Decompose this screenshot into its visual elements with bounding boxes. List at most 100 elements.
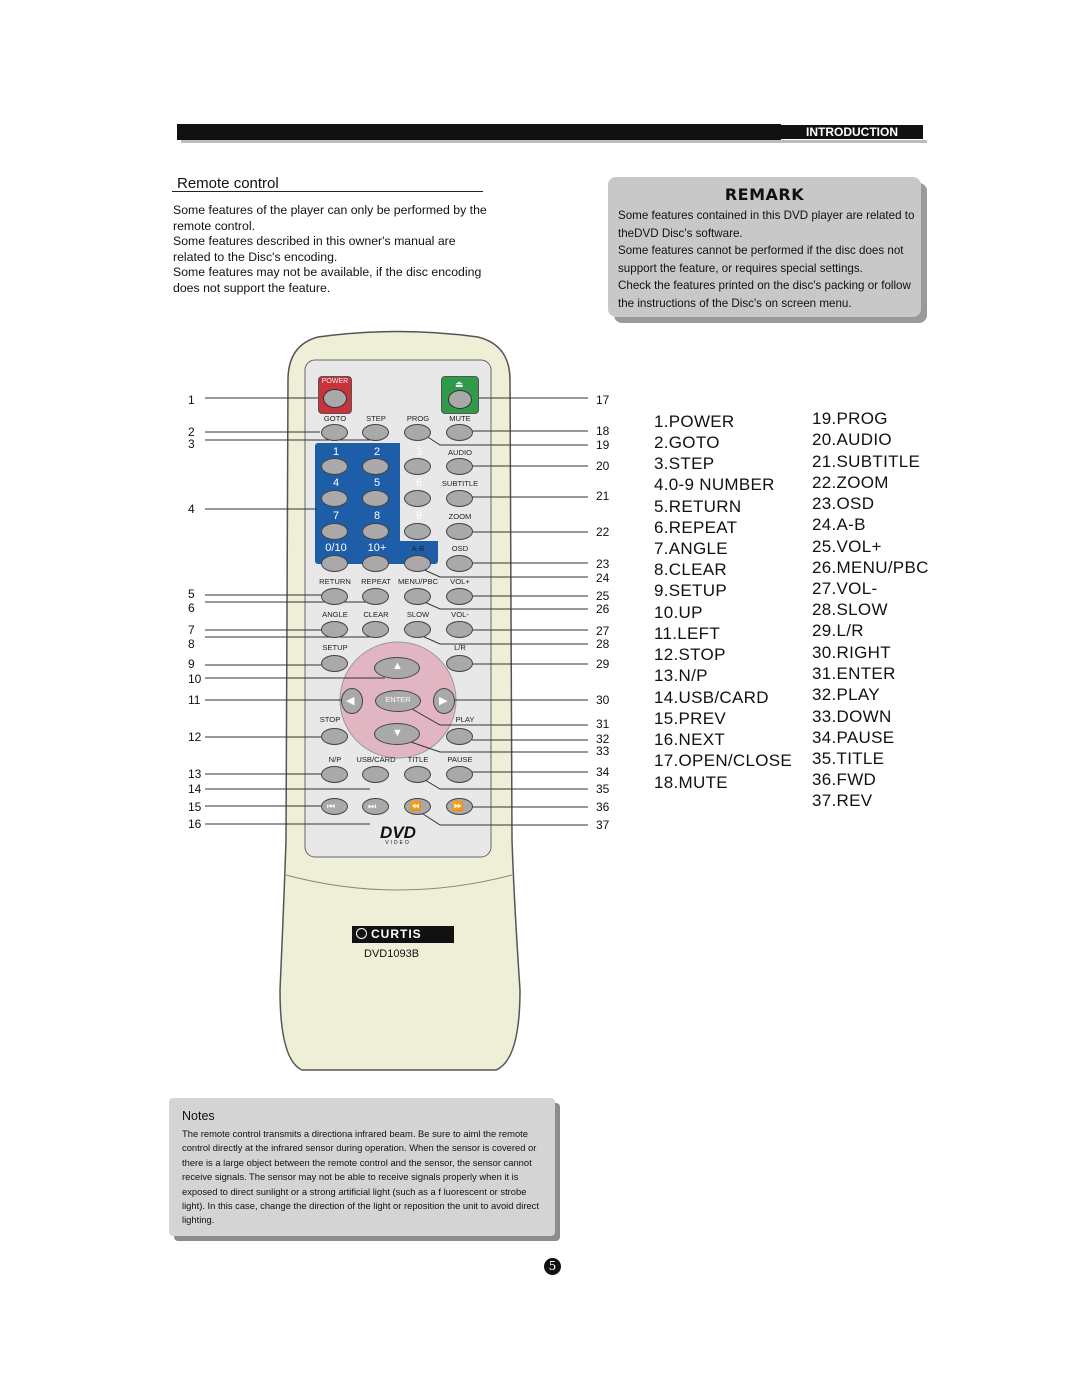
num-8-button[interactable] <box>362 523 389 540</box>
callout-22: 22 <box>596 525 610 539</box>
play-button[interactable] <box>446 728 473 745</box>
left-button[interactable]: ◀ <box>341 688 363 714</box>
num-5-button[interactable] <box>362 490 389 507</box>
clear-button[interactable] <box>362 621 389 638</box>
callout-12: 12 <box>188 730 202 744</box>
callout-37: 37 <box>596 818 610 832</box>
callout-36: 36 <box>596 800 610 814</box>
heading-underline <box>172 191 483 192</box>
num-6-button[interactable] <box>404 490 431 507</box>
num-8-label: 8 <box>373 510 381 522</box>
num-4-button[interactable] <box>321 490 348 507</box>
notes-text: The remote control transmits a direction… <box>182 1128 539 1226</box>
num-7-button[interactable] <box>321 523 348 540</box>
num-1-button[interactable] <box>321 458 348 475</box>
num-2-button[interactable] <box>362 458 389 475</box>
zoom-button[interactable] <box>446 523 473 540</box>
callout-33: 33 <box>596 744 610 758</box>
setup-button[interactable] <box>321 655 348 672</box>
repeat-label: REPEAT <box>361 577 391 586</box>
pause-button[interactable] <box>446 766 473 783</box>
callout-5: 5 <box>188 587 195 601</box>
legend-item: 36.FWD <box>812 770 877 789</box>
legend-item: 21.SUBTITLE <box>812 452 921 471</box>
prog-button[interactable] <box>404 424 431 441</box>
title-button[interactable] <box>404 766 431 783</box>
intro-paragraph: Some features may not be available, if t… <box>173 265 482 295</box>
num-0-10-button[interactable] <box>321 555 348 572</box>
legend-item: 27.VOL- <box>812 579 878 598</box>
leader-lines-left <box>205 397 385 825</box>
prev-button[interactable]: ⏮ <box>321 798 348 815</box>
legend-item: 23.OSD <box>812 494 875 513</box>
angle-button[interactable] <box>321 621 348 638</box>
open-close-button[interactable]: ⏏ <box>441 376 479 414</box>
return-button[interactable] <box>321 588 348 605</box>
callout-16: 16 <box>188 817 202 831</box>
callout-30: 30 <box>596 693 610 707</box>
usb-card-button[interactable] <box>362 766 389 783</box>
menu-pbc-button[interactable] <box>404 588 431 605</box>
lr-button[interactable] <box>446 655 473 672</box>
legend-item: 9.SETUP <box>654 581 727 600</box>
legend-item: 3.STEP <box>654 454 715 473</box>
usb-card-label: USB/CARD <box>356 755 396 764</box>
angle-label: ANGLE <box>322 610 348 619</box>
callout-17: 17 <box>596 393 610 407</box>
vol-plus-button[interactable] <box>446 588 473 605</box>
audio-button[interactable] <box>446 458 473 475</box>
power-key <box>323 389 347 408</box>
legend-item: 28.SLOW <box>812 600 888 619</box>
audio-label: AUDIO <box>447 448 473 457</box>
pause-label: PAUSE <box>447 755 473 764</box>
remark-paragraph: Some features contained in this DVD play… <box>618 209 915 240</box>
np-button[interactable] <box>321 766 348 783</box>
callout-8: 8 <box>188 637 195 651</box>
repeat-button[interactable] <box>362 588 389 605</box>
enter-label: ENTER <box>385 695 411 704</box>
power-label: POWER <box>321 378 349 385</box>
callout-1: 1 <box>188 393 195 407</box>
legend-item: 8.CLEAR <box>654 560 727 579</box>
eject-icon: ⏏ <box>455 379 464 389</box>
mute-button[interactable] <box>446 424 473 441</box>
ab-button[interactable] <box>404 555 431 572</box>
vol-minus-button[interactable] <box>446 621 473 638</box>
num-3-button[interactable] <box>404 458 431 475</box>
legend-item: 14.USB/CARD <box>654 688 769 707</box>
right-button[interactable]: ▶ <box>433 688 455 714</box>
subtitle-button[interactable] <box>446 490 473 507</box>
callout-19: 19 <box>596 438 610 452</box>
subtitle-label: SUBTITLE <box>441 479 479 488</box>
leader-lines-right <box>404 397 588 826</box>
up-button[interactable]: ▲ <box>374 657 420 679</box>
rev-icon: ⏪ <box>410 801 422 811</box>
osd-label: OSD <box>451 544 469 553</box>
stop-label: STOP <box>319 715 341 724</box>
intro-paragraph: Some features described in this owner's … <box>173 234 456 264</box>
callout-31: 31 <box>596 717 610 731</box>
remark-text: Some features contained in this DVD play… <box>618 207 918 312</box>
power-button[interactable]: POWER <box>318 376 352 414</box>
step-button[interactable] <box>362 424 389 441</box>
legend-item: 18.MUTE <box>654 773 728 792</box>
num-9-button[interactable] <box>404 523 431 540</box>
remark-box: REMARK Some features contained in this D… <box>608 177 921 317</box>
rev-button[interactable]: ⏪ <box>404 798 431 815</box>
legend-item: 7.ANGLE <box>654 539 728 558</box>
osd-button[interactable] <box>446 555 473 572</box>
legend-item: 30.RIGHT <box>812 643 891 662</box>
callout-24: 24 <box>596 571 610 585</box>
slow-button[interactable] <box>404 621 431 638</box>
legend-item: 2.GOTO <box>654 433 720 452</box>
fwd-button[interactable]: ⏩ <box>446 798 473 815</box>
enter-button[interactable]: ENTER <box>375 690 421 712</box>
stop-button[interactable] <box>321 728 348 745</box>
num-10plus-button[interactable] <box>362 555 389 572</box>
setup-label: SETUP <box>322 643 348 652</box>
goto-button[interactable] <box>321 424 348 441</box>
down-button[interactable]: ▼ <box>374 723 420 745</box>
next-button[interactable]: ⏭ <box>362 798 389 815</box>
callout-10: 10 <box>188 672 202 686</box>
remark-paragraph: Check the features printed on the disc's… <box>618 279 911 310</box>
